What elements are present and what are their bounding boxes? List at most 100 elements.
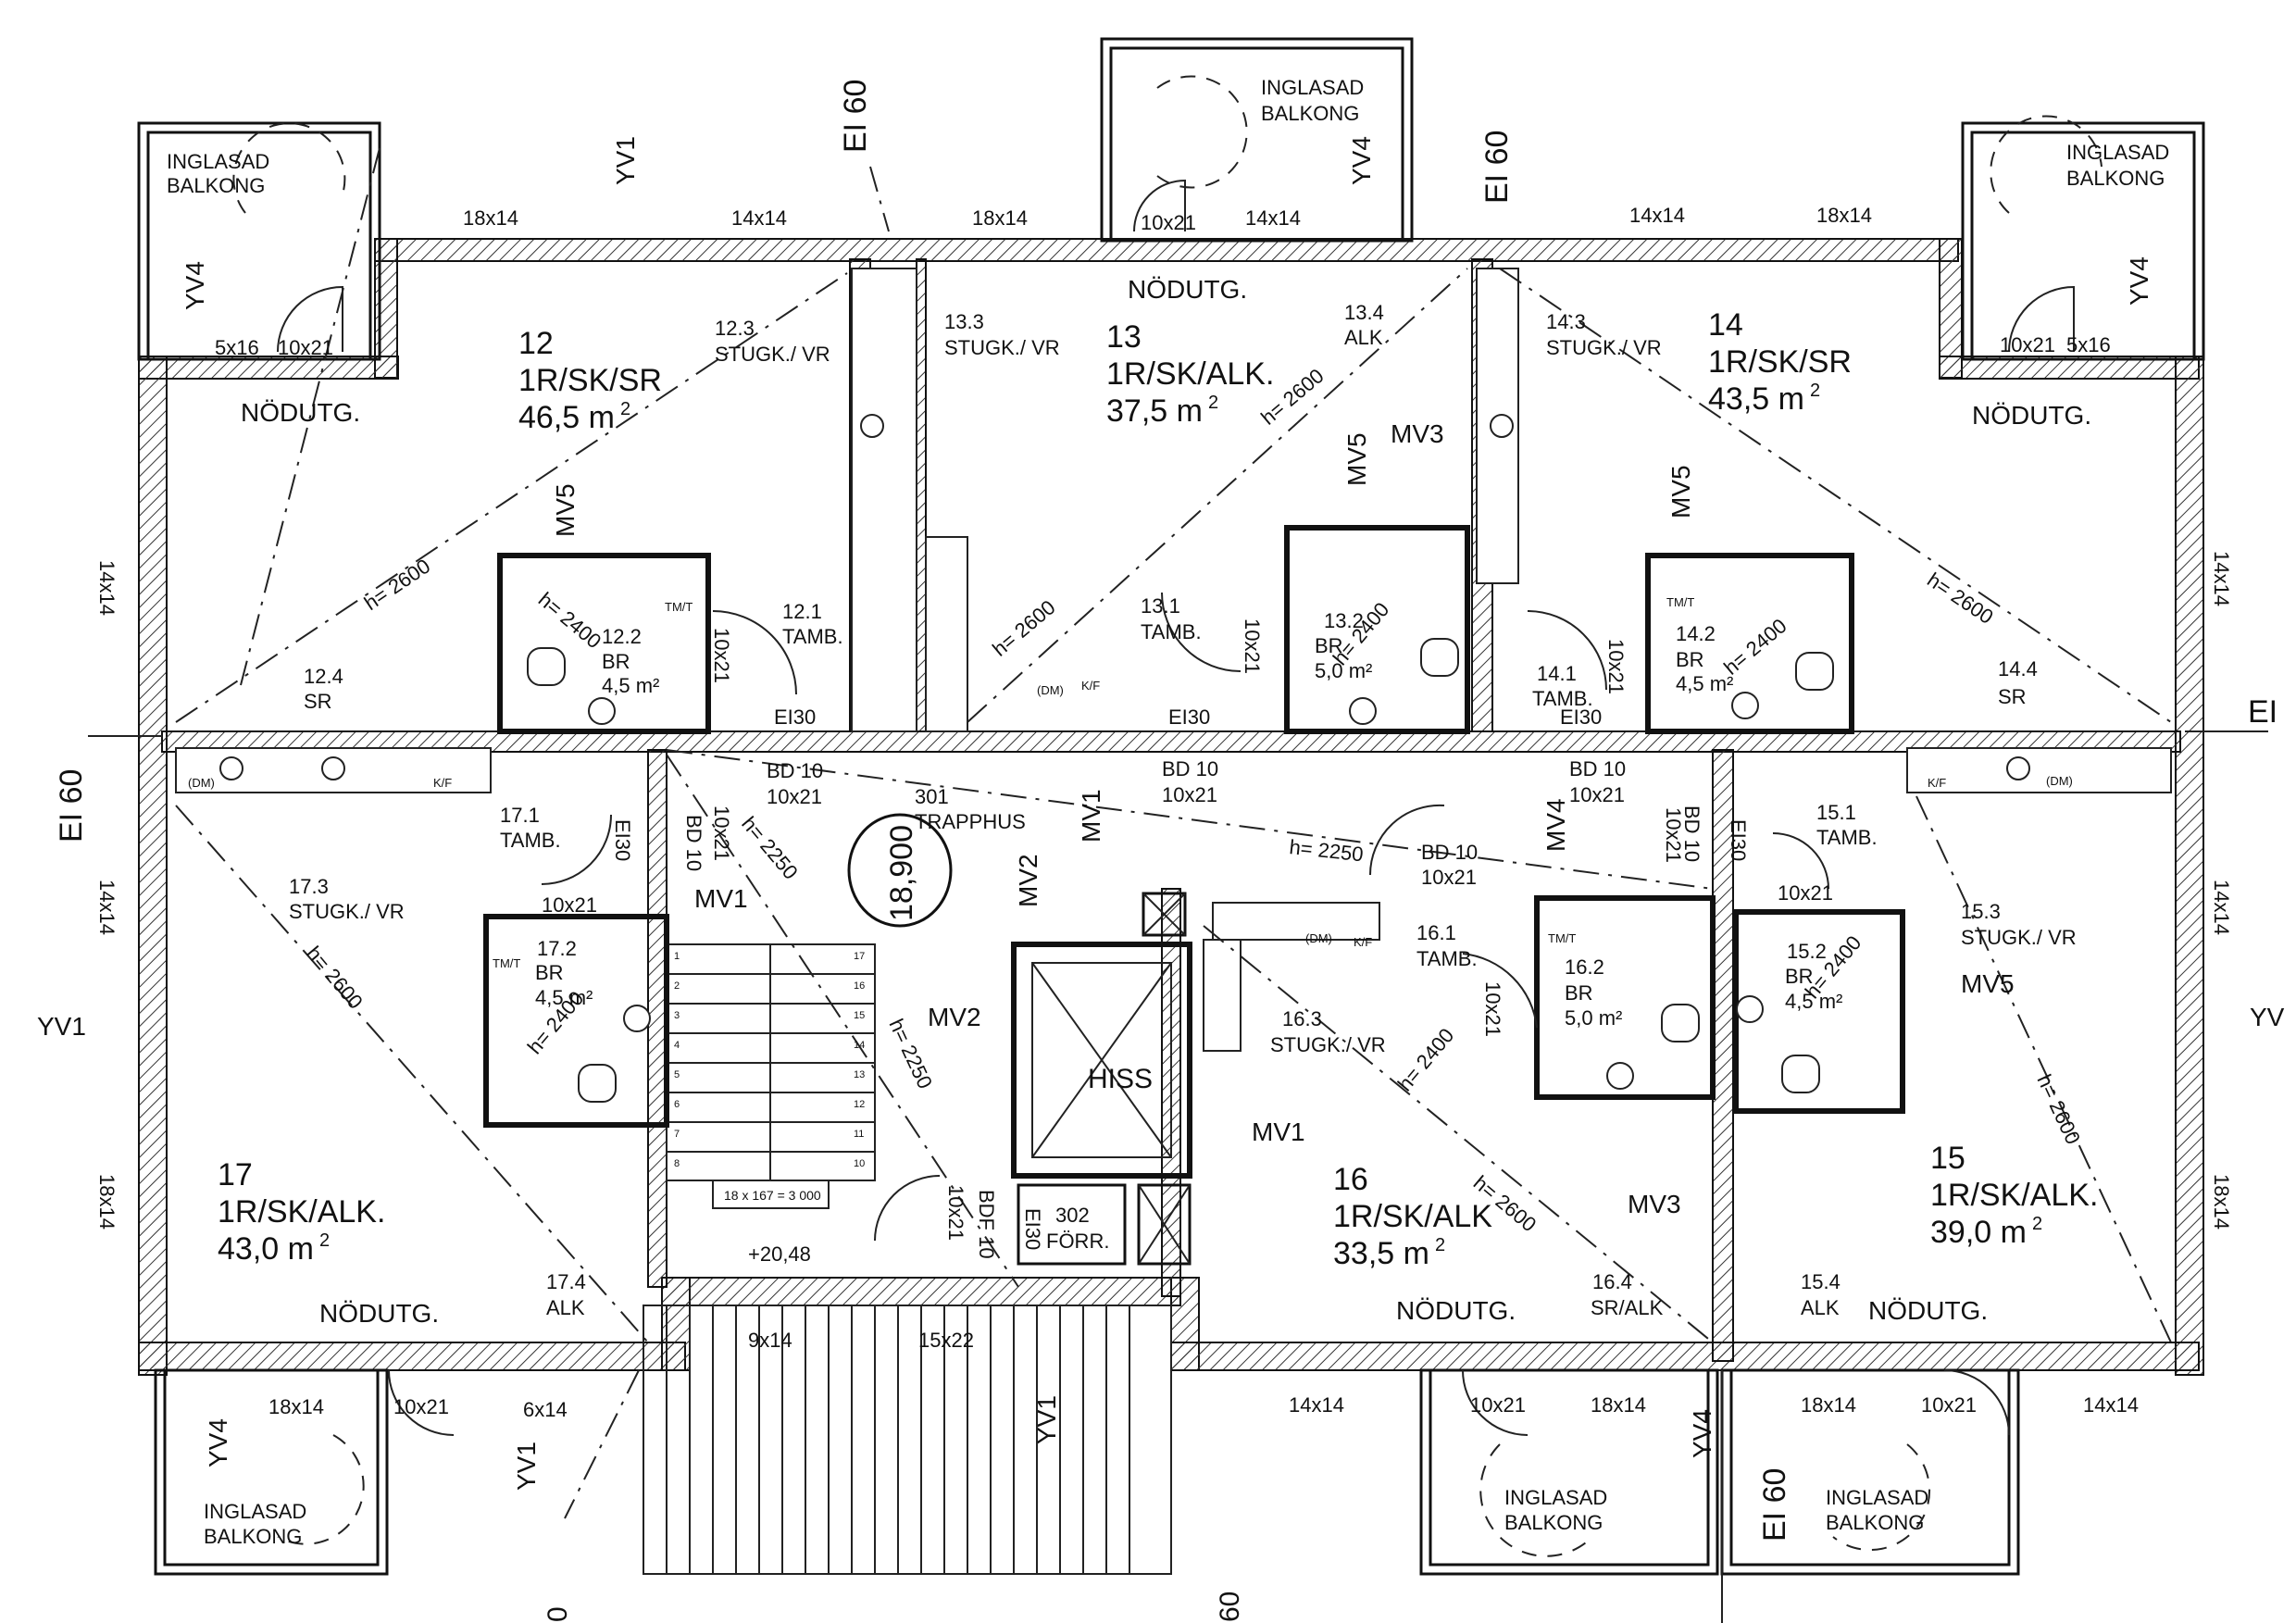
step-7: 7 [674, 1129, 680, 1140]
door-15-1: 10x21 [1778, 881, 1833, 905]
room-12-4-number: 12.4 [304, 665, 343, 688]
room-13-2-number: 13.2 [1324, 609, 1364, 632]
room-15-3-name: STUGK./ VR [1961, 926, 2077, 949]
kf-12: K/F [433, 776, 452, 790]
door-302: 10x21 [944, 1185, 967, 1241]
door-r-14: 10x21 [2000, 333, 2055, 356]
room-16-2-name: BR [1565, 981, 1593, 1005]
bd10-d: BD 10 [1421, 841, 1478, 864]
step-12: 12 [854, 1099, 865, 1110]
bathrooms [483, 525, 1905, 1128]
apt-17-area: 43,0 m [218, 1231, 314, 1267]
ei30-12: EI30 [774, 705, 816, 729]
axis-lines [88, 730, 2268, 1623]
step-3: 3 [674, 1010, 680, 1021]
room-14-4-number: 14.4 [1998, 657, 2038, 680]
win-bot-1: 18x14 [268, 1395, 324, 1418]
win-bot-6: 18x14 [1591, 1393, 1646, 1417]
apt-12-type: 1R/SK/SR [518, 363, 662, 398]
win-left-3: 18x14 [95, 1174, 119, 1230]
ei30-15: EI30 [1727, 819, 1750, 861]
tmt-17: TM/T [493, 956, 520, 970]
win-bot-5: 14x14 [1289, 1393, 1344, 1417]
step-1: 1 [674, 951, 680, 962]
vent-mv1-17: MV1 [694, 884, 748, 913]
bd10-b-size: 10x21 [1162, 783, 1217, 806]
step-17: 17 [854, 951, 865, 962]
room-14-4-name: SR [1998, 685, 2027, 708]
room-15-4-number: 15.4 [1801, 1270, 1841, 1293]
room-16-3-name: STUGK./ VR [1270, 1033, 1386, 1056]
room-12-1-name: TAMB. [782, 625, 843, 648]
ei30-14: EI30 [1560, 705, 1602, 729]
room-14-2-number: 14.2 [1676, 622, 1716, 645]
dm-16: (DM) [1305, 931, 1332, 945]
door-12-1: 10x21 [710, 628, 733, 683]
bd10-f: BD 10 [1680, 805, 1703, 862]
level-marker [847, 813, 953, 928]
balcony-label-4b: BALKONG [204, 1525, 302, 1548]
wall-yv4-top-r: YV4 [2125, 256, 2153, 306]
room-13-3-number: 13.3 [944, 310, 984, 333]
apt-15-area: 39,0 m [1930, 1215, 2027, 1250]
room-13-1-number: 13.1 [1141, 594, 1180, 618]
room-17-2-name: BR [535, 961, 564, 984]
apt-14-area-sup: 2 [1810, 381, 1820, 401]
win-5x16-r: 5x16 [2066, 333, 2111, 356]
vent-mv3-14: MV3 [1391, 419, 1444, 448]
win-left-2: 14x14 [95, 880, 119, 935]
room-14-3-number: 14.3 [1546, 310, 1586, 333]
room-17-2-number: 17.2 [537, 937, 577, 960]
ei30-17: EI30 [611, 819, 634, 861]
apt-16-number: 16 [1333, 1162, 1368, 1197]
fire-class-top-left: EI 60 [838, 80, 873, 153]
room-17-3-name: STUGK./ VR [289, 900, 405, 923]
room-13-1-name: TAMB. [1141, 620, 1202, 643]
wall-yv1-left: YV1 [37, 1012, 86, 1041]
balcony-bottom-mid [1419, 1368, 1719, 1576]
room-14-1-number: 14.1 [1537, 662, 1577, 685]
vent-mv4: MV4 [1541, 798, 1570, 852]
vent-mv2-a: MV2 [1014, 854, 1042, 907]
room-17-1-name: TAMB. [500, 829, 561, 852]
balcony-label-5b: BALKONG [1504, 1511, 1603, 1534]
door-16-1: 10x21 [1481, 981, 1504, 1037]
step-11: 11 [854, 1129, 864, 1140]
room-12-3-number: 12.3 [715, 317, 755, 340]
room-12-1-number: 12.1 [782, 600, 822, 623]
room-15-1-name: TAMB. [1816, 826, 1878, 849]
kitchens [175, 268, 2172, 1052]
wall-yv4-bot-l: YV4 [204, 1418, 232, 1467]
apt-14-type: 1R/SK/SR [1708, 344, 1852, 380]
bd10-a-size: 10x21 [767, 785, 822, 808]
balcony-bottom-left [154, 1368, 389, 1576]
elevator-shaft [1011, 892, 1192, 1266]
bd10-b: BD 10 [1162, 757, 1218, 780]
wall-yv4-top-m: YV4 [1347, 136, 1376, 185]
balcony-top-left [137, 121, 381, 361]
win-top-1: 18x14 [463, 206, 518, 230]
apt-16-type: 1R/SK/ALK [1333, 1199, 1492, 1234]
vent-mv2-b: MV2 [928, 1003, 981, 1031]
win-top-3: 18x14 [972, 206, 1028, 230]
tmt-14: TM/T [1666, 595, 1694, 609]
room-13-4-number: 13.4 [1344, 301, 1384, 324]
room-17-4-name: ALK [546, 1296, 585, 1319]
vent-mv5-14: MV5 [1666, 465, 1695, 518]
step-16: 16 [854, 980, 865, 992]
balcony-label-3a: INGLASAD [2066, 141, 2169, 164]
height-13: h= 2600 [988, 595, 1059, 661]
room-17-2-area: 4,5 m² [535, 986, 593, 1009]
wall-yv-right: YV [2250, 1003, 2285, 1031]
height-14-br: h= 2400 [1719, 614, 1791, 680]
apt-13-type: 1R/SK/ALK. [1106, 356, 1274, 392]
room-17-4-number: 17.4 [546, 1270, 586, 1293]
balcony-label-6b: BALKONG [1826, 1511, 1924, 1534]
door-17-1: 10x21 [542, 893, 597, 917]
step-15: 15 [854, 1010, 865, 1021]
win-bot-3: 9x14 [748, 1329, 792, 1352]
dm-15: (DM) [2046, 774, 2073, 788]
height-12-br: h= 2400 [534, 588, 605, 654]
exit-13: NÖDUTG. [1128, 275, 1247, 304]
